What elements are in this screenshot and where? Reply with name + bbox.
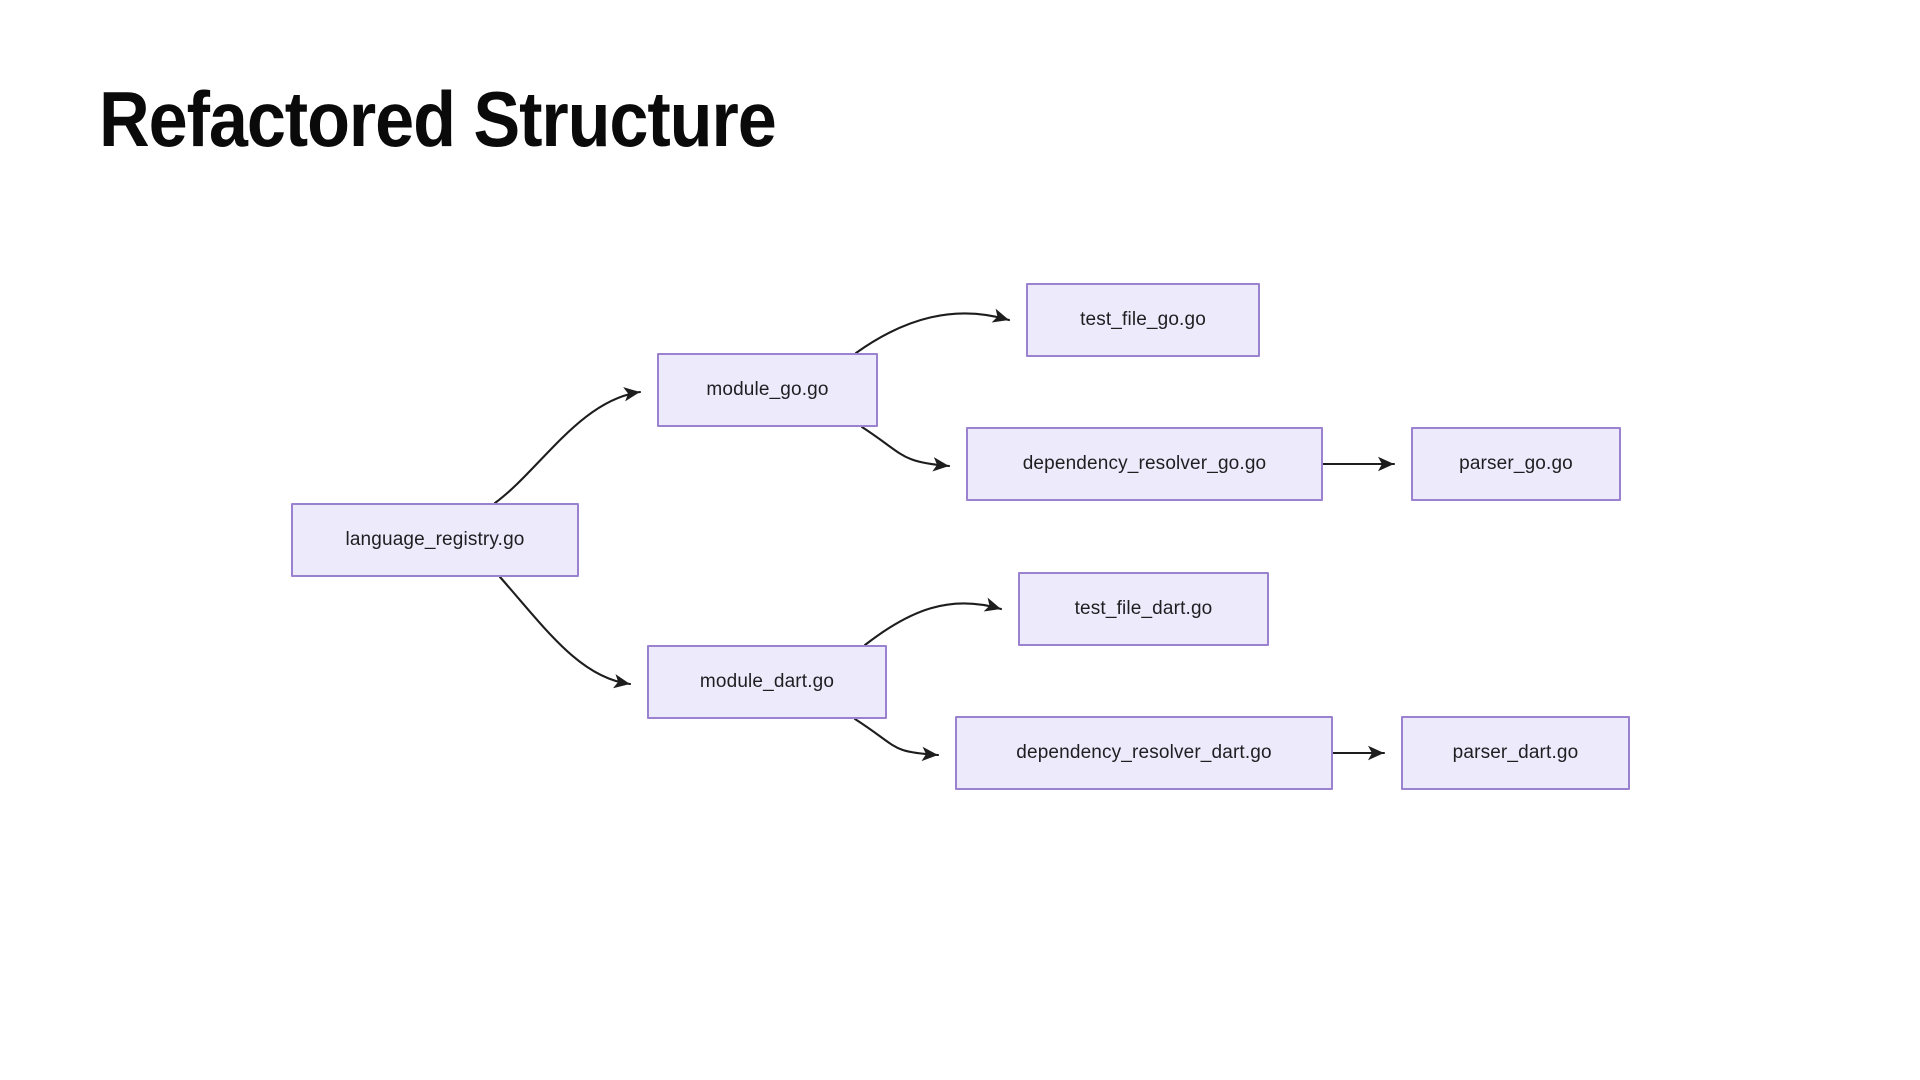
node-dependency_resolver_dart[interactable]: dependency_resolver_dart.go — [955, 716, 1333, 790]
arrowhead-icon — [1368, 745, 1384, 761]
page-title: Refactored Structure — [99, 75, 777, 163]
edge-module_go-to-test_file_go — [854, 312, 1011, 355]
node-test_file_dart[interactable]: test_file_dart.go — [1018, 572, 1269, 646]
node-label: test_file_go.go — [1080, 309, 1206, 330]
edge-paths — [493, 312, 1396, 757]
node-label: module_go.go — [706, 379, 829, 400]
edge-module_dart-to-dependency_resolver_dart — [853, 717, 940, 757]
node-module_go[interactable]: module_go.go — [657, 353, 878, 427]
arrowhead-icon — [983, 597, 1001, 612]
node-dependency_resolver_go[interactable]: dependency_resolver_go.go — [966, 427, 1323, 501]
node-parser_go[interactable]: parser_go.go — [1411, 427, 1621, 501]
arrowhead-icon — [612, 674, 630, 689]
node-language_registry[interactable]: language_registry.go — [291, 503, 579, 577]
node-label: language_registry.go — [345, 529, 525, 550]
node-label: test_file_dart.go — [1074, 598, 1213, 619]
node-label: dependency_resolver_go.go — [1022, 453, 1267, 474]
edge-module_dart-to-test_file_dart — [863, 602, 1003, 647]
node-parser_dart[interactable]: parser_dart.go — [1401, 716, 1630, 790]
node-label: parser_go.go — [1459, 453, 1573, 474]
arrowhead-icon — [1378, 456, 1394, 472]
edge-language_registry-to-module_dart — [498, 575, 632, 686]
node-label: parser_dart.go — [1452, 742, 1579, 763]
node-module_dart[interactable]: module_dart.go — [647, 645, 887, 719]
arrowhead-icon — [932, 457, 949, 472]
edge-language_registry-to-module_go — [493, 390, 642, 505]
arrowhead-icon — [991, 308, 1009, 323]
node-test_file_go[interactable]: test_file_go.go — [1026, 283, 1260, 357]
node-label: dependency_resolver_dart.go — [1016, 742, 1272, 763]
arrowhead-icon — [623, 387, 640, 402]
arrowhead-icon — [921, 746, 938, 762]
node-label: module_dart.go — [699, 671, 835, 692]
edge-module_go-to-dependency_resolver_go — [860, 425, 951, 468]
